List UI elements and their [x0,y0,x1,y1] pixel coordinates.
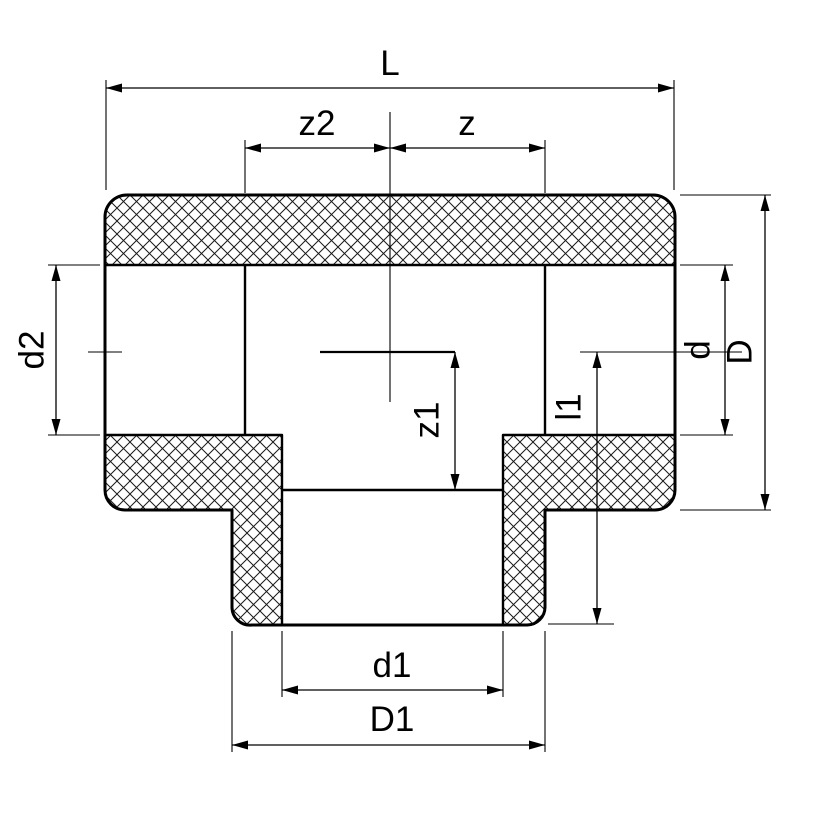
dimension-l1: l1 [548,352,614,625]
centerlines [88,112,742,402]
dimension-label-d1: d1 [373,646,412,685]
dimension-label-z2: z2 [299,104,336,143]
arrowhead-right [529,143,545,153]
arrowhead-down [592,608,602,624]
dimension-d1: d1 [281,631,504,697]
arrowhead-right [374,143,390,153]
arrowhead-down [51,419,61,435]
dimension-label-d: d [678,340,717,359]
arrowhead-down [760,494,770,510]
dimension-D1: D1 [231,631,546,752]
inner-bore-edges [243,265,547,492]
dimension-d: d [678,264,733,436]
dimension-D: D [680,194,771,511]
arrowhead-up [450,352,460,368]
arrowhead-right [529,740,545,750]
dimension-z2-z: z2 z [244,104,546,193]
dimension-label-z1: z1 [407,402,446,439]
dimension-label-D: D [720,339,759,364]
arrowhead-down [450,474,460,490]
arrowhead-left [245,143,261,153]
arrowhead-left [390,143,406,153]
arrowhead-up [51,265,61,281]
dimension-label-D1: D1 [370,700,415,739]
arrowhead-left [106,83,122,93]
dimension-label-d2: d2 [12,331,51,370]
dimension-label-L: L [380,44,399,83]
fitting-outer-profile [103,193,677,627]
dimension-z1: z1 [407,352,460,490]
arrowhead-left [282,685,298,695]
dimension-label-z: z [458,104,476,143]
arrowhead-up [720,265,730,281]
arrowhead-right [487,685,503,695]
arrowhead-right [658,83,674,93]
arrowhead-left [232,740,248,750]
dimension-d2: d2 [12,264,100,436]
dimension-L: L [105,44,675,190]
arrowhead-down [720,419,730,435]
arrowhead-up [760,195,770,211]
dimension-label-l1: l1 [549,393,588,420]
arrowhead-up [592,352,602,368]
